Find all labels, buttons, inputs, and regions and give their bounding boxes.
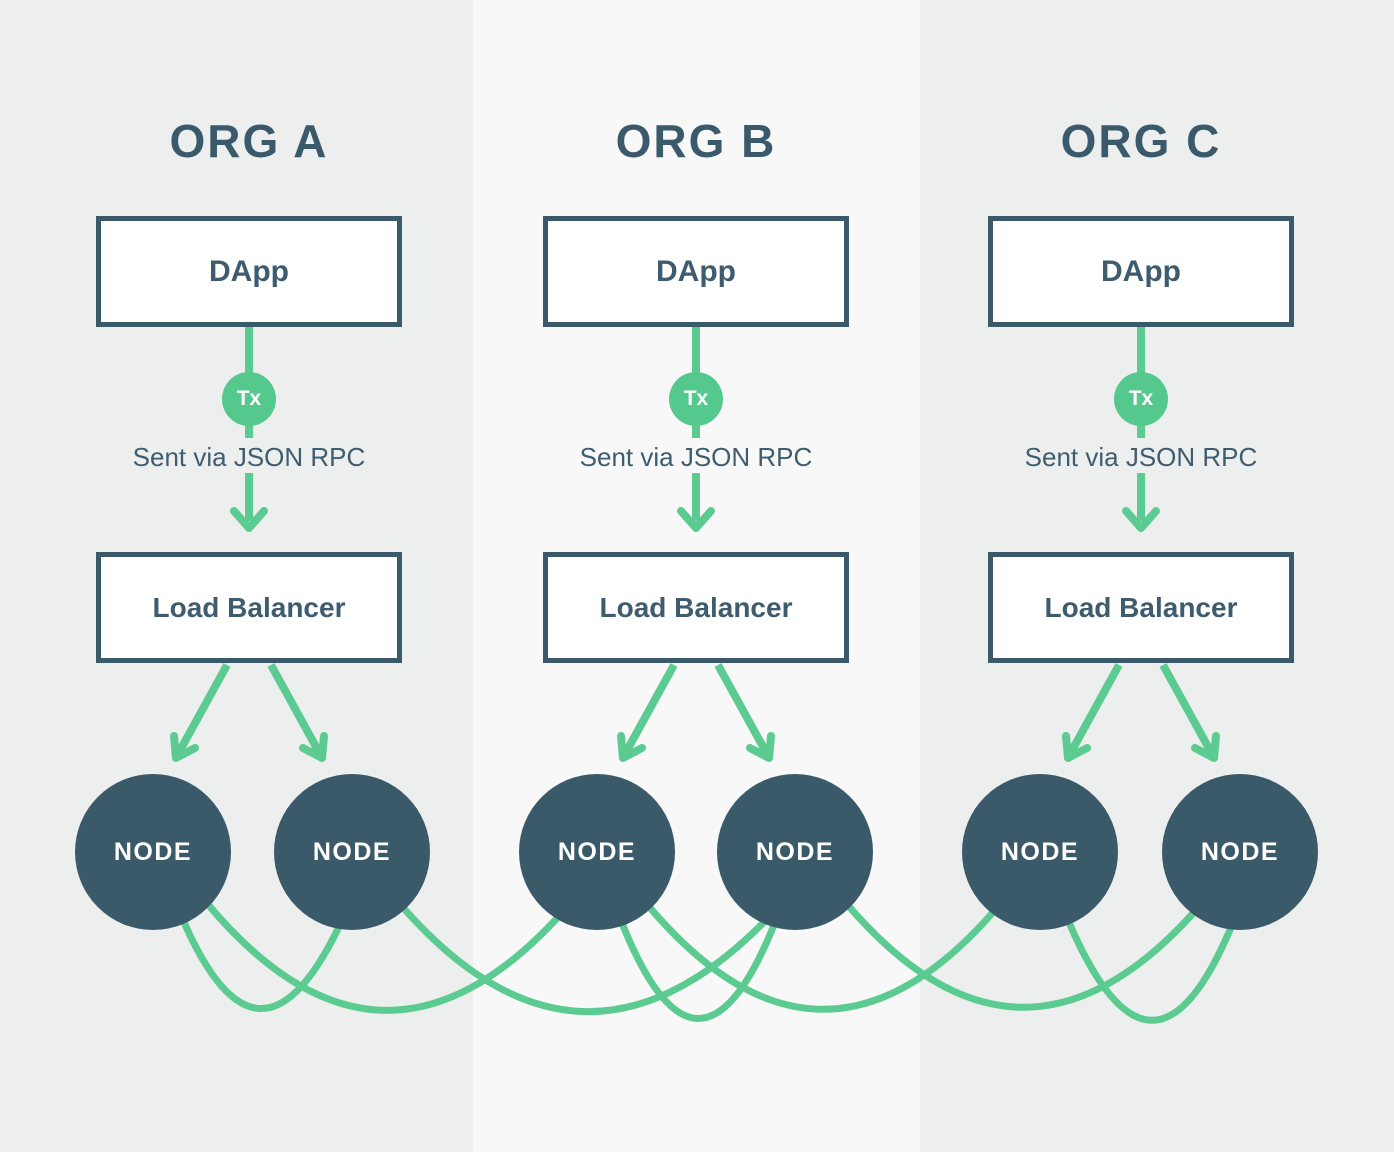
down-right-arrowhead-icon [746,732,775,762]
org-a-load-balancer-label: Load Balancer [152,591,346,623]
org-a-tx-badge: Tx [222,372,276,426]
org-c-rpc-caption: Sent via JSON RPC [1024,442,1258,472]
org-c-node-2: NODE [1162,774,1318,930]
org-b-title: ORG B [615,115,777,167]
mesh-arc-node5-node6 [1064,918,1236,1024]
down-arrowhead-icon [1122,507,1160,532]
org-b-node-1: NODE [519,774,675,930]
lb-to-node-left-arrow-shaft [174,663,231,756]
lb-to-node-left-arrow-shaft [1066,663,1123,756]
lb-to-node-right-arrow-shaft [1159,663,1216,756]
org-c-tx-badge: Tx [1114,372,1168,426]
down-left-arrowhead-icon [170,732,199,762]
lb-to-node-right-arrow-shaft [267,663,324,756]
org-b-tx-badge: Tx [669,372,723,426]
org-a-title: ORG A [169,115,329,167]
org-a-node-2: NODE [274,774,430,930]
down-right-arrowhead-icon [1191,732,1220,762]
org-c-dapp-box: DApp [988,216,1294,327]
org-b-dapp-label: DApp [656,254,736,288]
org-a-node-1-label: NODE [113,837,193,866]
org-a-node-2-label: NODE [312,837,392,866]
node-mesh-arcs [174,899,1236,1024]
mesh-arc-node3-node4 [616,916,780,1022]
org-a-tx-badge-label: Tx [236,387,262,410]
lb-to-node-left-arrow-shaft [621,663,678,756]
org-c-load-balancer-box: Load Balancer [988,552,1294,663]
org-b-node-2: NODE [717,774,873,930]
mesh-arc-node4-node6 [843,900,1199,1011]
mesh-arc-node2-node4 [397,901,771,1016]
org-b-load-balancer-label: Load Balancer [599,591,793,623]
mesh-arc-node1-node3 [203,899,563,1014]
down-left-arrowhead-icon [617,732,646,762]
org-a-rpc-caption: Sent via JSON RPC [132,442,366,472]
org-a-dapp-box: DApp [96,216,402,327]
org-b-rpc-caption: Sent via JSON RPC [579,442,813,472]
org-c-node-1: NODE [962,774,1118,930]
org-a-load-balancer-box: Load Balancer [96,552,402,663]
mesh-arc-node1-node2 [174,906,348,1012]
org-c-node-2-label: NODE [1200,837,1280,866]
org-a-dapp-label: DApp [209,254,289,288]
org-c-tx-badge-label: Tx [1128,387,1154,410]
lb-to-node-right-arrow-shaft [714,663,771,756]
org-b-load-balancer-box: Load Balancer [543,552,849,663]
org-c-flow-lines [1062,327,1220,762]
org-c-dapp-label: DApp [1101,254,1181,288]
down-arrowhead-icon [230,507,268,532]
down-left-arrowhead-icon [1062,732,1091,762]
org-c-title: ORG C [1060,115,1222,167]
org-b-node-1-label: NODE [557,837,637,866]
mesh-arc-node3-node5 [643,900,998,1013]
org-b-node-2-label: NODE [755,837,835,866]
org-b-dapp-box: DApp [543,216,849,327]
org-c-load-balancer-label: Load Balancer [1044,591,1238,623]
org-b-tx-badge-label: Tx [683,387,709,410]
down-right-arrowhead-icon [299,732,328,762]
org-a-node-1: NODE [75,774,231,930]
down-arrowhead-icon [677,507,715,532]
org-c-node-1-label: NODE [1000,837,1080,866]
